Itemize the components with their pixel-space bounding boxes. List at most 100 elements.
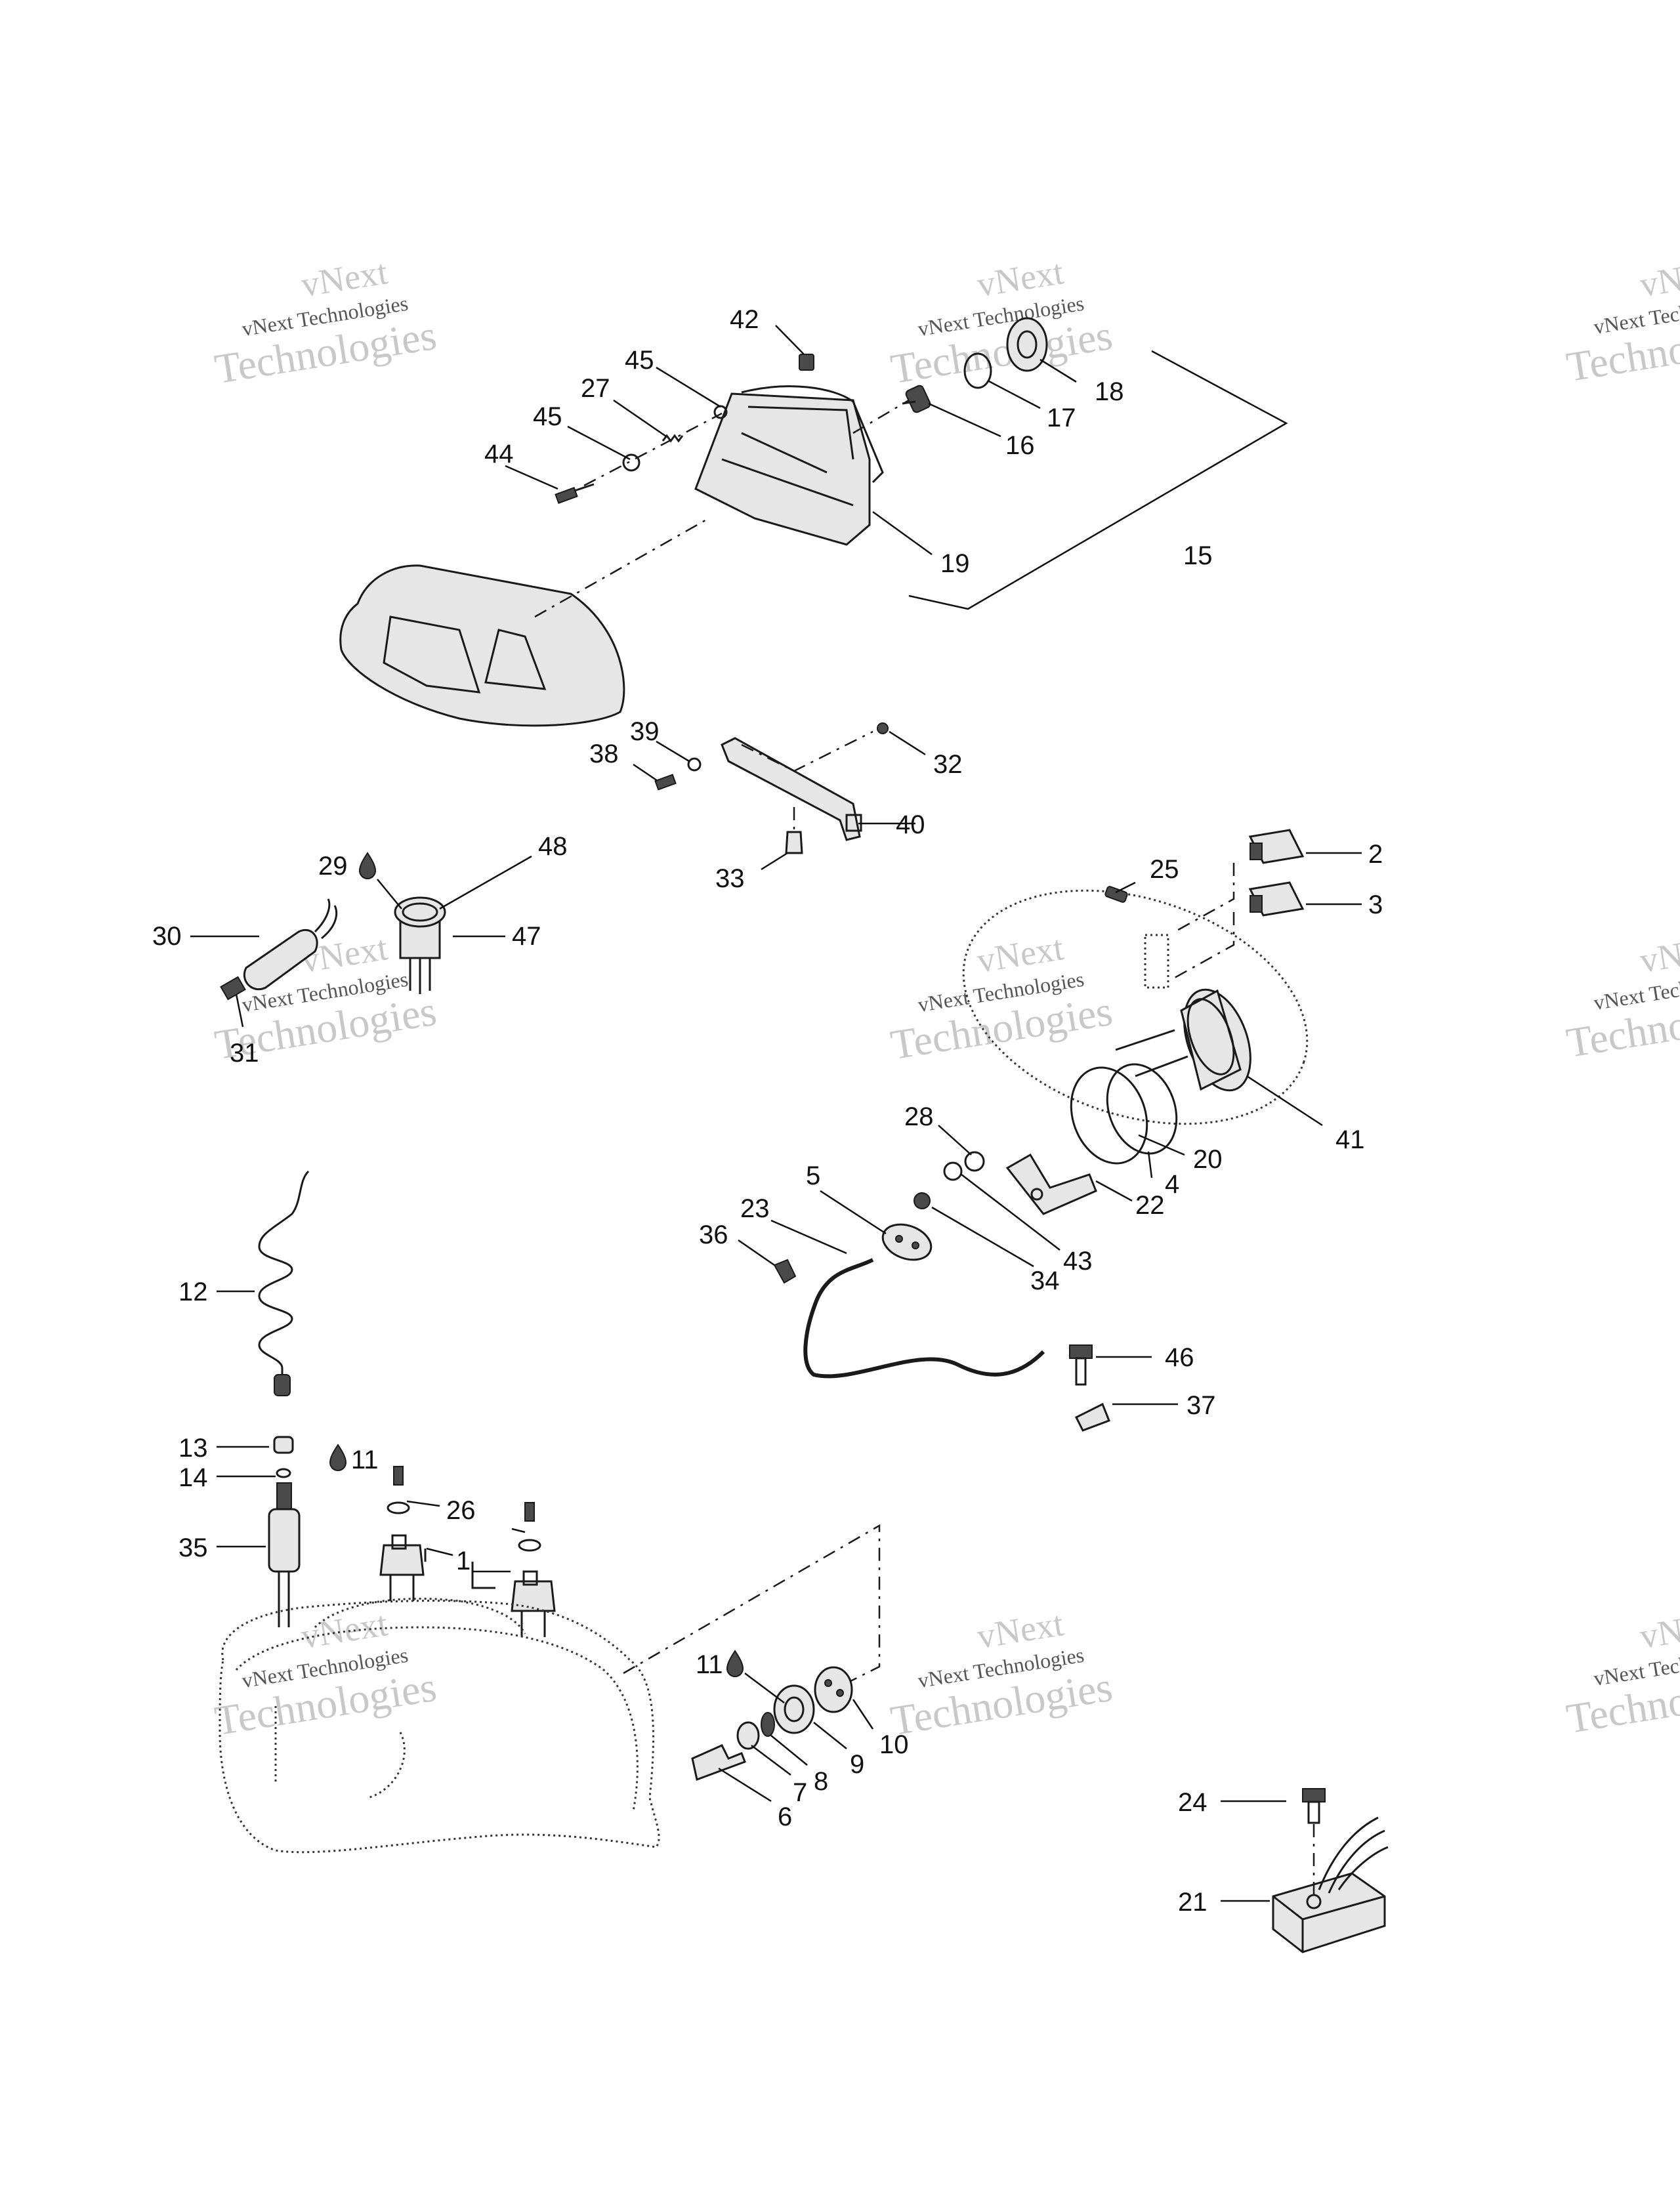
callout-47: 47 — [512, 922, 541, 951]
callout-24: 24 — [1178, 1788, 1208, 1817]
callout-26: 26 — [446, 1496, 476, 1525]
callout-27: 27 — [581, 374, 610, 403]
callout-29: 29 — [318, 852, 348, 881]
callout-1: 1 — [456, 1547, 471, 1575]
callout-20: 20 — [1193, 1145, 1223, 1174]
nut-42 — [799, 354, 814, 371]
callout-15: 15 — [1183, 541, 1213, 570]
washer-8 — [761, 1712, 775, 1737]
watermark-8: vNext vNext Technologies Technologies — [887, 1604, 1115, 1744]
callout-36: 36 — [699, 1220, 728, 1249]
callout-37: 37 — [1186, 1391, 1216, 1420]
callout-30: 30 — [152, 922, 182, 951]
switch-2 — [1248, 829, 1305, 864]
callout-4: 4 — [1165, 1170, 1179, 1199]
cable-housing-5 — [881, 1223, 933, 1261]
svg-text:vNext: vNext — [1637, 1604, 1680, 1656]
headlight-assembly — [339, 317, 1288, 854]
callout-16: 16 — [1005, 431, 1035, 460]
lanyard-assembly — [258, 1170, 347, 1627]
callout-33: 33 — [715, 864, 745, 893]
callout-35: 35 — [178, 1533, 208, 1562]
callout-43: 43 — [1063, 1247, 1093, 1276]
callout-18: 18 — [1095, 377, 1124, 406]
callout-45-upper: 45 — [625, 346, 654, 375]
o-ring-14 — [276, 1468, 291, 1478]
gasket-4 — [1106, 1063, 1178, 1155]
callout-11-upper: 11 — [351, 1446, 379, 1474]
bezel-window — [383, 615, 481, 694]
bolt-46 — [1069, 1344, 1093, 1386]
sender-30-body — [243, 928, 318, 991]
callout-7: 7 — [793, 1778, 807, 1807]
bolt-24 — [1302, 1788, 1326, 1824]
callout-23: 23 — [740, 1194, 770, 1223]
lower-body-outline — [219, 1524, 881, 1854]
watermarks: vNext vNext Technologies Technologies vN… — [211, 252, 1680, 1744]
drop-icon-11-lower — [726, 1650, 744, 1677]
callout-8: 8 — [814, 1767, 828, 1796]
cable-23 — [803, 1258, 1045, 1379]
retaining-ring-17 — [963, 352, 992, 389]
callout-21: 21 — [1178, 1888, 1208, 1917]
svg-text:vNext: vNext — [1637, 928, 1680, 980]
callout-10: 10 — [879, 1730, 909, 1759]
drop-icon-11-upper — [329, 1444, 347, 1471]
callout-17: 17 — [1047, 404, 1076, 432]
watermark-1: vNext vNext Technologies Technologies — [211, 252, 439, 392]
callout-labels: 42 45 27 45 44 18 17 16 19 15 39 38 32 4… — [152, 305, 1383, 1917]
washer-45-lower — [622, 453, 640, 472]
rubber-cap-18 — [1006, 317, 1048, 372]
callout-39: 39 — [630, 717, 660, 746]
watermark-2: vNext vNext Technologies Technologies — [887, 252, 1115, 392]
connector-10 — [814, 1666, 853, 1713]
drop-icon-29 — [358, 852, 377, 879]
ignition-switch-assembly — [691, 1650, 853, 1781]
bracket-15-line — [908, 350, 1288, 610]
callout-46: 46 — [1165, 1343, 1194, 1372]
washer-28 — [964, 1151, 985, 1172]
headlight-bezel — [339, 564, 625, 727]
console-outline — [962, 889, 1309, 1125]
key-6 — [691, 1744, 746, 1781]
watermark-7: vNext vNext Technologies Technologies — [211, 1604, 439, 1744]
switch-body-35 — [268, 1482, 301, 1627]
support-bracket-40 — [721, 737, 862, 841]
washer-43 — [943, 1161, 963, 1181]
callout-25: 25 — [1150, 855, 1179, 884]
screw-44 — [555, 483, 595, 504]
watermark-3: vNext vNext Technologies Technologies — [1563, 252, 1680, 390]
callout-2: 2 — [1368, 840, 1383, 869]
callout-45-lower: 45 — [533, 402, 562, 431]
callout-5: 5 — [806, 1161, 820, 1190]
headlamp-housing — [694, 392, 871, 546]
nut-32 — [877, 722, 889, 734]
callout-32: 32 — [933, 750, 963, 779]
spring-27 — [662, 434, 684, 443]
screw-25 — [1104, 886, 1128, 903]
fuse-holders — [379, 1466, 556, 1637]
callout-42: 42 — [730, 305, 759, 334]
callout-6: 6 — [778, 1802, 792, 1831]
clamp-37 — [1074, 1402, 1110, 1432]
bracket-22 — [1005, 1153, 1097, 1215]
leader-lines — [190, 325, 1362, 1902]
callout-38: 38 — [589, 739, 619, 768]
switch-3 — [1248, 881, 1305, 917]
callout-13: 13 — [178, 1434, 208, 1463]
fuse-holder-left — [379, 1466, 425, 1601]
bulb-16 — [902, 385, 931, 413]
watermark-9: vNext vNext Technologies Technologies — [1563, 1604, 1680, 1742]
callout-3: 3 — [1368, 890, 1383, 919]
regulator-assembly — [1272, 1788, 1389, 1953]
fuse-holder-right — [511, 1502, 556, 1637]
callout-12: 12 — [178, 1278, 208, 1306]
clip-36 — [773, 1259, 797, 1284]
callout-19: 19 — [940, 549, 970, 578]
nut-34 — [914, 1192, 931, 1209]
callout-48: 48 — [538, 832, 568, 861]
speedometer-41 — [1115, 988, 1251, 1092]
fuel-sender-assembly — [220, 852, 446, 1001]
callout-14: 14 — [178, 1463, 208, 1492]
